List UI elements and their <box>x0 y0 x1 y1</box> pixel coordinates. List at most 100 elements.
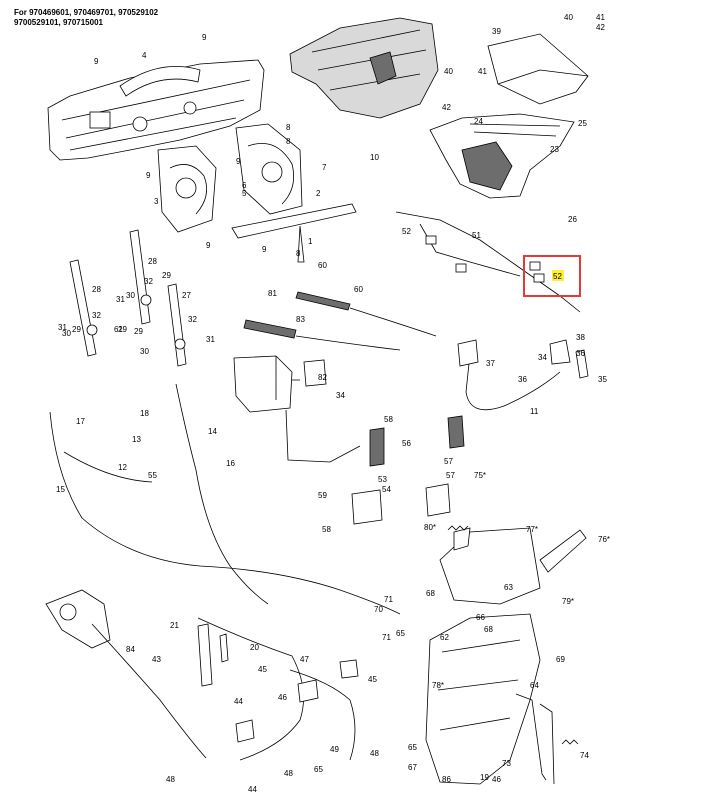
top-right-cover <box>487 33 589 105</box>
callout-36: 36 <box>576 349 585 358</box>
callout-73: 73 <box>502 759 511 768</box>
bracket-82 <box>303 359 327 387</box>
left-gear-housing <box>157 145 217 233</box>
right-gear-housing <box>235 123 303 215</box>
callout-13: 13 <box>132 435 141 444</box>
callout-8: 8 <box>286 123 291 132</box>
callout-60: 60 <box>354 285 363 294</box>
callout-31: 31 <box>206 335 215 344</box>
callout-29: 29 <box>162 271 171 280</box>
callout-69: 69 <box>556 655 565 664</box>
callout-70: 70 <box>374 605 383 614</box>
callout-29: 29 <box>118 325 127 334</box>
control-levers <box>69 229 187 367</box>
callout-53: 53 <box>378 475 387 484</box>
callout-64: 64 <box>530 681 539 690</box>
callout-10: 10 <box>370 153 379 162</box>
callout-28: 28 <box>148 257 157 266</box>
highlight-box <box>523 255 581 297</box>
callout-66: 66 <box>476 613 485 622</box>
callout-30: 30 <box>140 347 149 356</box>
callout-61: 61 <box>114 325 123 334</box>
callout-49: 49 <box>330 745 339 754</box>
callout-36: 36 <box>518 375 527 384</box>
callout-86: 86 <box>442 775 451 784</box>
callout-23: 23 <box>550 145 559 154</box>
callout-29: 29 <box>134 327 143 336</box>
shift-rod <box>231 203 357 263</box>
callout-57: 57 <box>444 457 453 466</box>
callout-4: 4 <box>142 51 147 60</box>
callout-82: 82 <box>318 373 327 382</box>
callout-77-star: 77* <box>526 525 538 534</box>
callout-9: 9 <box>206 241 211 250</box>
console-housing <box>289 17 439 119</box>
callout-2: 2 <box>316 189 321 198</box>
bottom-cables <box>197 617 359 761</box>
highlight-callout[interactable]: 52 <box>523 255 581 297</box>
callout-83: 83 <box>296 315 305 324</box>
callout-9: 9 <box>202 33 207 42</box>
callout-71: 71 <box>382 633 391 642</box>
header-line-1: For 970469601, 970469701, 970529102 <box>14 8 159 17</box>
callout-7: 7 <box>322 163 327 172</box>
callout-58: 58 <box>322 525 331 534</box>
callout-1: 1 <box>308 237 313 246</box>
callout-48: 48 <box>166 775 175 784</box>
callout-63: 63 <box>504 583 513 592</box>
callout-56: 56 <box>402 439 411 448</box>
callout-9: 9 <box>146 171 151 180</box>
callout-54: 54 <box>382 485 391 494</box>
callout-41: 41 <box>596 13 605 22</box>
callout-8: 8 <box>296 249 301 258</box>
motor-43 <box>45 589 207 759</box>
callout-41: 41 <box>478 67 487 76</box>
callout-57: 57 <box>446 471 455 480</box>
callout-18: 18 <box>140 409 149 418</box>
callout-74: 74 <box>580 751 589 760</box>
header-line-2: 9700529101, 970715001 <box>14 18 103 27</box>
callout-84: 84 <box>126 645 135 654</box>
parts-header: For 970469601, 970469701, 970529102 9700… <box>14 8 274 28</box>
callout-52: 52 <box>402 227 411 236</box>
callout-27: 27 <box>182 291 191 300</box>
callout-76-star: 76* <box>598 535 610 544</box>
callout-8: 8 <box>286 137 291 146</box>
chute-assembly <box>425 527 587 785</box>
callout-21: 21 <box>170 621 179 630</box>
callout-37: 37 <box>486 359 495 368</box>
callout-9: 9 <box>236 157 241 166</box>
callout-29: 29 <box>72 325 81 334</box>
dash-frame <box>47 59 265 161</box>
callout-80-star: 80* <box>424 523 436 532</box>
callout-25: 25 <box>578 119 587 128</box>
cable-35 <box>457 339 589 411</box>
callout-60: 60 <box>318 261 327 270</box>
callout-47: 47 <box>300 655 309 664</box>
callout-32: 32 <box>188 315 197 324</box>
callout-42: 42 <box>442 103 451 112</box>
highlight-marker <box>552 270 564 281</box>
callout-43: 43 <box>152 655 161 664</box>
callout-45: 45 <box>258 665 267 674</box>
callout-44: 44 <box>248 785 257 794</box>
callout-9: 9 <box>262 245 267 254</box>
callout-31: 31 <box>116 295 125 304</box>
callout-75-star: 75* <box>474 471 486 480</box>
callout-71: 71 <box>384 595 393 604</box>
callout-12: 12 <box>118 463 127 472</box>
callout-58: 58 <box>384 415 393 424</box>
callout-6: 6 <box>242 181 247 190</box>
callout-46: 46 <box>492 775 501 784</box>
callout-14: 14 <box>208 427 217 436</box>
cable-61 <box>243 291 437 351</box>
callout-24: 24 <box>474 117 483 126</box>
callout-16: 16 <box>226 459 235 468</box>
callout-40: 40 <box>564 13 573 22</box>
callout-40: 40 <box>444 67 453 76</box>
spring-73 <box>561 739 579 745</box>
callout-32: 32 <box>144 277 153 286</box>
bar-19 <box>197 623 229 687</box>
